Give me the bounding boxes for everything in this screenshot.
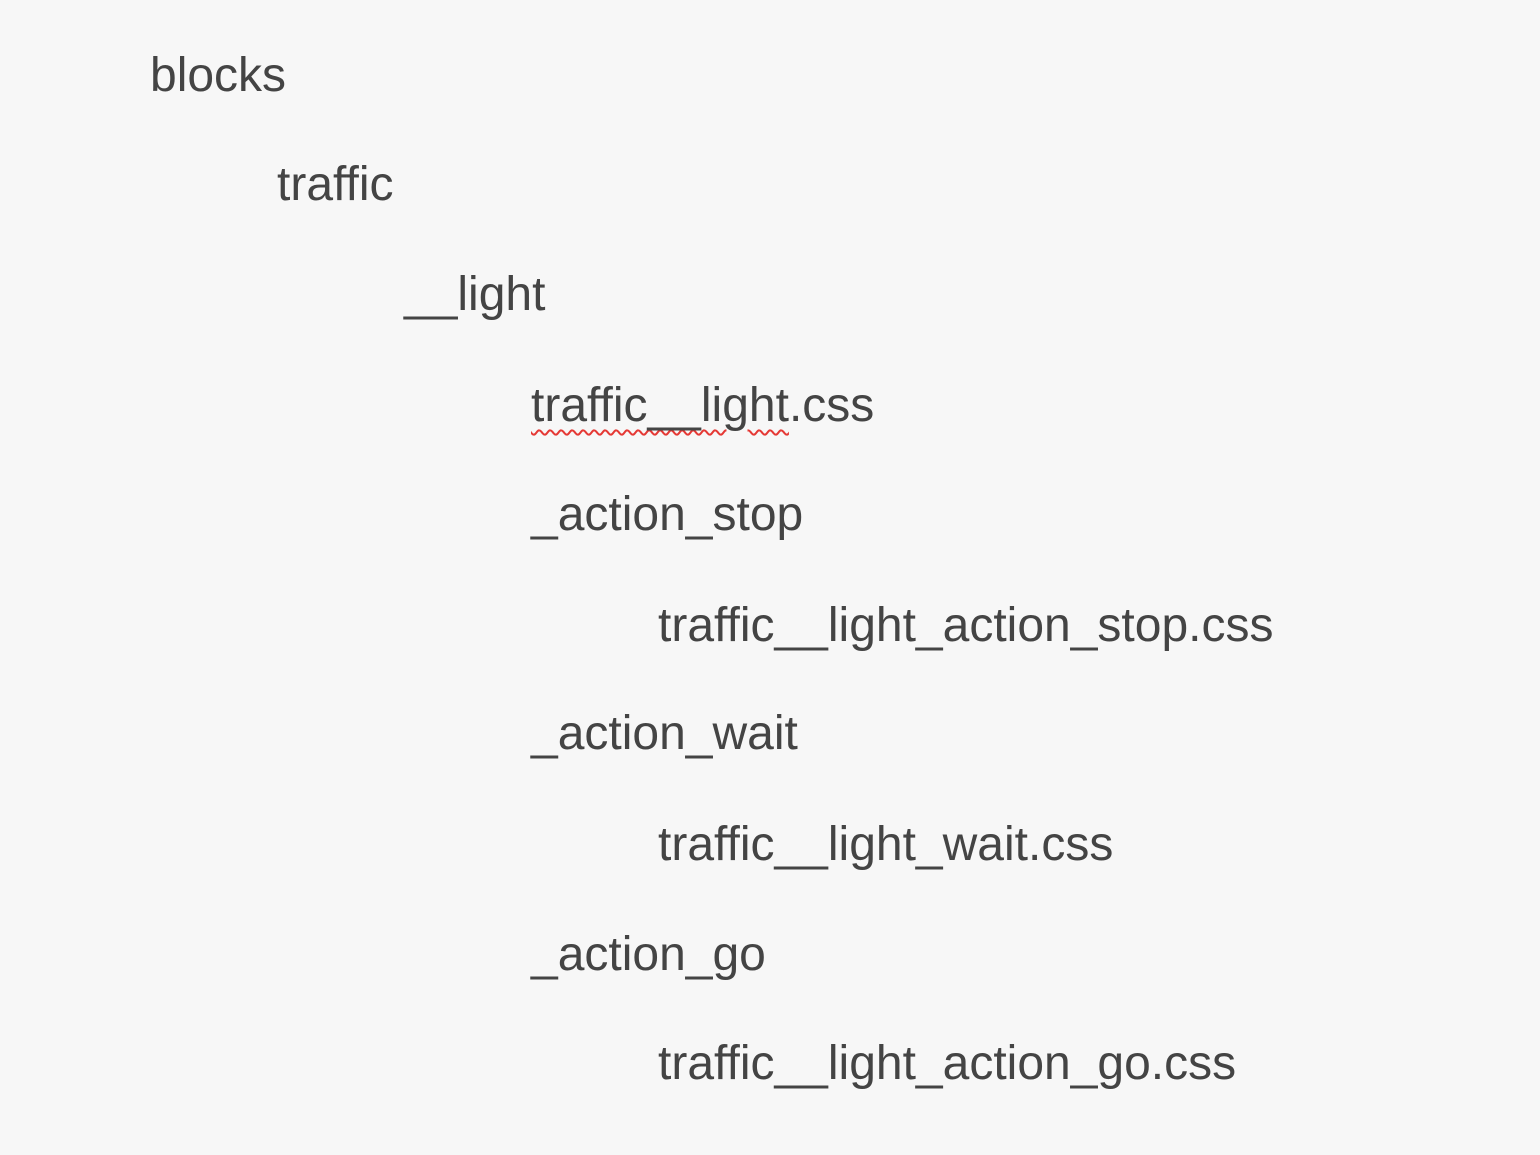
tree-item-label: traffic__light_action_stop.css (658, 599, 1274, 652)
tree-item-traffic-light-css: traffic__light.css (531, 376, 874, 436)
tree-item-action-go-css: traffic__light_action_go.css (658, 1034, 1236, 1094)
file-extension: .css (788, 379, 875, 432)
tree-item-label: _action_wait (531, 707, 798, 760)
tree-item-action-wait: _action_wait (531, 704, 798, 764)
tree-item-label: __light (404, 268, 546, 321)
tree-item-label: _action_go (531, 928, 766, 981)
tree-item-label: traffic (277, 158, 394, 211)
spellcheck-flagged-word: traffic__light (531, 379, 789, 432)
tree-item-action-go: _action_go (531, 925, 766, 985)
tree-item-label: _action_stop (531, 488, 804, 541)
tree-item-wait-css: traffic__light_wait.css (658, 815, 1113, 875)
tree-item-action-stop: _action_stop (531, 485, 803, 545)
tree-item-label: blocks (150, 49, 287, 102)
tree-item-action-stop-css: traffic__light_action_stop.css (658, 596, 1273, 656)
tree-item-blocks: blocks (150, 46, 286, 106)
tree-item-label: traffic__light_action_go.css (658, 1037, 1237, 1090)
tree-item-light: __light (404, 265, 545, 325)
tree-item-traffic: traffic (277, 155, 393, 215)
tree-item-label: traffic__light_wait.css (658, 818, 1114, 871)
